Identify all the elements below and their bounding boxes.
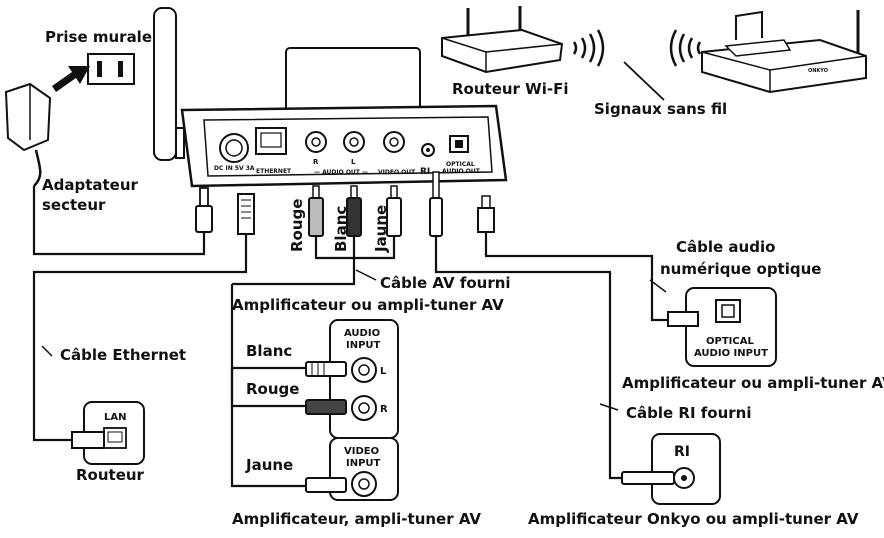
- lan-label: LAN: [104, 412, 126, 423]
- power-adapter-icon: [4, 82, 52, 187]
- video-out-jack: [383, 131, 405, 153]
- ri-input-box: [621, 433, 721, 505]
- rca-plug-red-in: [305, 399, 347, 415]
- video-input-box: [305, 437, 399, 501]
- yellow-label: Jaune: [246, 456, 294, 474]
- ethernet-plug: [237, 193, 255, 235]
- adapter-label-2: secteur: [42, 196, 106, 214]
- ethernet-panel-label: ETHERNET: [256, 168, 292, 175]
- wifi-router-label: Routeur Wi-Fi: [452, 80, 569, 98]
- l-panel-label: L: [351, 158, 356, 166]
- amp-onkyo-label: Amplificateur Onkyo ou ampli-tuner AV: [528, 510, 859, 528]
- ri-box-label: RI: [674, 444, 690, 460]
- dock-brand: ONKYO: [808, 68, 828, 74]
- dc-plug: [195, 187, 213, 233]
- audio-input-box: [329, 319, 399, 439]
- dc-in-label: DC IN 5V 3A: [214, 165, 255, 172]
- white-label: Blanc: [246, 342, 293, 360]
- wall-socket: [87, 53, 135, 85]
- white-vertical-label: Blanc: [332, 205, 350, 252]
- ri-panel-label: RI: [420, 167, 430, 177]
- r-panel-label: R: [313, 158, 319, 166]
- rca-plug-yellow: [386, 185, 402, 237]
- optical-label-2: AUDIO OUT: [442, 168, 481, 175]
- rca-plug-white: [346, 185, 362, 237]
- router-label: Routeur: [76, 466, 144, 484]
- rca-plug-white-in: [305, 361, 347, 377]
- cables: [32, 186, 668, 488]
- video-input-label-2: INPUT: [346, 458, 381, 469]
- adapter-label-1: Adaptateur: [42, 176, 138, 194]
- amp-right-label: Amplificateur ou ampli-tuner AV: [622, 374, 884, 392]
- audio-input-l-label: L: [380, 366, 387, 377]
- audio-input-label-2: INPUT: [346, 340, 381, 351]
- optical-out-port: [449, 135, 469, 153]
- optical-input-label-2: AUDIO INPUT: [694, 348, 768, 359]
- ri-jack: [421, 143, 435, 157]
- signal-pointer-line: [623, 61, 665, 101]
- video-input-label-1: VIDEO: [344, 446, 379, 457]
- plug-arrow: [52, 66, 90, 92]
- audio-input-r-label: R: [380, 404, 388, 415]
- ri-plug: [429, 171, 443, 237]
- ethernet-cable-label: Câble Ethernet: [60, 346, 187, 364]
- amp-bottom-left-label: Amplificateur, ampli-tuner AV: [232, 510, 482, 528]
- amp-top-label: Amplificateur ou ampli-tuner AV: [232, 296, 504, 314]
- optical-cable-label-2: numérique optique: [660, 260, 822, 278]
- ri-cable-label: Câble RI fourni: [626, 404, 752, 422]
- rca-plug-red: [308, 185, 324, 237]
- red-vertical-label: Rouge: [288, 198, 306, 252]
- wireless-signal-icon: [572, 29, 702, 67]
- optical-label-1: OPTICAL: [446, 161, 475, 168]
- av-cable-label: Câble AV fourni: [380, 274, 511, 292]
- antenna: [153, 7, 177, 161]
- optical-plug: [477, 195, 495, 233]
- onkyo-dock-icon: [701, 10, 867, 94]
- optical-input-box: [667, 287, 777, 367]
- audio-out-l-jack: [343, 131, 365, 153]
- wall-socket-label: Prise murale: [45, 28, 152, 46]
- yellow-vertical-label: Jaune: [372, 204, 390, 252]
- wireless-signals-label: Signaux sans fil: [594, 100, 728, 118]
- audio-out-r-jack: [305, 131, 327, 153]
- red-label: Rouge: [246, 380, 300, 398]
- optical-cable-label-1: Câble audio: [676, 238, 776, 256]
- audio-out-label: — AUDIO OUT —: [314, 169, 368, 176]
- wifi-router-icon: [441, 6, 564, 74]
- optical-input-label-1: OPTICAL: [706, 336, 754, 347]
- router-lan-box: [71, 401, 145, 465]
- audio-input-label-1: AUDIO: [344, 328, 380, 339]
- video-out-label: VIDEO OUT: [378, 169, 416, 176]
